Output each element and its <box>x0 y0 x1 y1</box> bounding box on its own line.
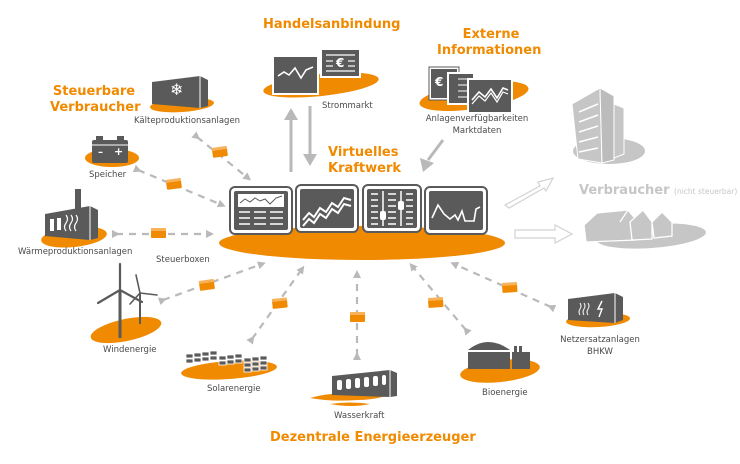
monitor-table-chart-icon <box>229 186 293 235</box>
steuerbox-icon <box>211 145 228 158</box>
kaelte-container-icon <box>150 76 214 113</box>
label-wasserkraft: Wasserkraft <box>334 411 385 421</box>
title-dezentrale-energieerzeuger: Dezentrale Energieerzeuger <box>270 430 476 445</box>
waerme-factory-icon <box>41 189 107 248</box>
title-steuerbare-line1: Steuerbare <box>52 84 136 99</box>
hollow-arrow-building <box>503 177 555 209</box>
label-anlagen-line2: Marktdaten <box>452 126 502 136</box>
steuerbox-icon <box>271 297 288 309</box>
steuerbox-icon <box>198 278 215 291</box>
steuerbox-icon <box>501 281 518 293</box>
label-anlagenverfuegbarkeiten: Anlagenverfügbarkeiten Marktdaten <box>422 113 532 137</box>
speicher-battery-icon <box>85 136 139 167</box>
wasserkraft-dam-icon <box>310 370 397 406</box>
label-steuerboxen: Steuerboxen <box>156 255 210 265</box>
label-netz-line1: Netzersatzanlagen <box>560 335 640 345</box>
steuerbox-icon <box>151 228 166 238</box>
title-externe-line1: Externe <box>462 27 520 42</box>
strommarkt-icon <box>263 48 379 98</box>
steuerboxen <box>151 145 518 322</box>
arrow-handel-bidirectional <box>284 106 317 172</box>
steuerbox-icon <box>350 312 365 322</box>
label-waermeproduktionsanlagen: Wärmeproduktionsanlagen <box>18 247 133 257</box>
title-steuerbare-line2: Verbraucher <box>50 100 141 115</box>
title-externe-line2: Informationen <box>437 43 542 58</box>
title-externe-informationen: Externe Informationen <box>437 27 541 59</box>
battery-plus-icon: + <box>114 145 124 158</box>
hollow-arrow-houses <box>514 224 574 244</box>
euro-icon: € <box>336 56 345 70</box>
label-windenergie: Windenergie <box>103 345 157 355</box>
nicht-steuerbar-label: (nicht steuerbar) <box>674 187 738 196</box>
snowflake-icon: ❄ <box>170 80 184 99</box>
title-handelsanbindung: Handelsanbindung <box>263 17 401 32</box>
euro-doc-icon: € <box>435 75 444 89</box>
title-vk-line2: Kraftwerk <box>328 161 402 176</box>
title-verbraucher-nicht-steuerbar: Verbraucher (nicht steuerbar) <box>579 183 737 198</box>
arrow-externe-in <box>420 139 445 172</box>
connector-kaelte <box>191 131 252 181</box>
solar-panels-icon <box>181 350 277 380</box>
title-steuerbare-verbraucher: Steuerbare Verbraucher <box>50 84 141 116</box>
title-virtuelles-kraftwerk: Virtuelles Kraftwerk <box>328 145 401 177</box>
bioenergie-biogas-icon <box>460 342 540 383</box>
label-anlagen-line1: Anlagenverfügbarkeiten <box>425 114 529 124</box>
label-kaelteproduktionsanlagen: Kälteproduktionsanlagen <box>134 116 241 126</box>
label-netz-line2: BHKW <box>587 347 613 357</box>
monitor-sliders-icon <box>362 184 422 233</box>
label-speicher: Speicher <box>89 170 127 180</box>
monitor-load-curve-icon <box>424 186 488 235</box>
office-building-icon <box>571 87 645 164</box>
title-vk-line1: Virtuelles <box>328 145 399 160</box>
wind-turbine-icon <box>90 262 162 344</box>
externe-informationen-icon <box>419 66 529 114</box>
bhkw-container-icon <box>566 293 630 328</box>
battery-minus-icon: – <box>98 147 103 158</box>
virtuelles-kraftwerk <box>219 184 505 260</box>
label-netzersatzanlagen: Netzersatzanlagen BHKW <box>555 334 645 358</box>
label-solarenergie: Solarenergie <box>207 384 261 394</box>
monitor-trend-icon <box>295 184 359 233</box>
label-strommarkt: Strommarkt <box>322 101 373 111</box>
label-bioenergie: Bioenergie <box>482 388 528 398</box>
steuerbox-icon <box>427 296 444 308</box>
verbraucher-label: Verbraucher <box>579 183 670 198</box>
steuerbox-icon <box>165 177 182 190</box>
houses-icon <box>583 209 706 249</box>
